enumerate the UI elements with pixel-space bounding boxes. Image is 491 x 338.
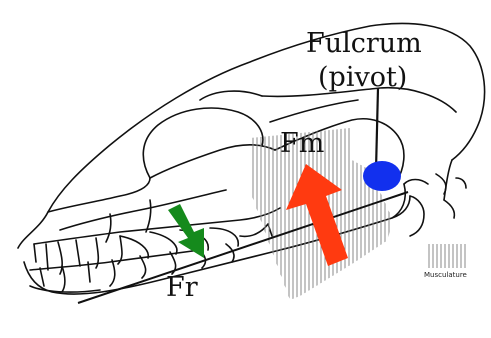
resistance-force-label: Fr — [166, 272, 198, 303]
muscle-force-label: Fm — [280, 128, 324, 159]
resistance-force-arrow — [168, 204, 204, 258]
fulcrum-label-line1: Fulcrum — [306, 28, 422, 59]
legend-label: Musculature — [424, 271, 467, 279]
musculature-legend: Musculature — [424, 244, 467, 279]
fulcrum-marker — [363, 88, 401, 191]
pivot-dot — [363, 161, 401, 191]
legend-swatch — [426, 244, 466, 268]
fulcrum-label-line2: (pivot) — [318, 62, 407, 93]
